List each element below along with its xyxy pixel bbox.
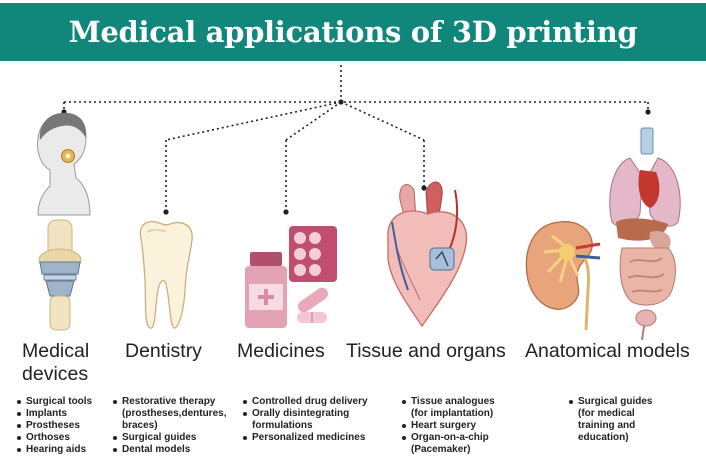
category-label-line: Anatomical models (525, 340, 690, 362)
title-banner: Medical applications of 3D printing (0, 3, 706, 61)
list-item: Heart surgery (402, 420, 495, 432)
category-label-medical-devices: Medical devices (22, 340, 89, 386)
category-label-line: devices (22, 363, 89, 385)
category-label-line: Medicines (237, 340, 325, 362)
category-label-anatomical-models: Anatomical models (525, 340, 690, 363)
list-item: Hearing aids (16, 444, 92, 456)
medicine-bottle-icon (245, 252, 287, 328)
connector-lines (63, 65, 649, 212)
item-list-dentistry: Restorative therapy (prostheses,dentures… (111, 396, 226, 456)
item-list-medicines: Controlled drug delivery Orally disinteg… (241, 396, 368, 444)
list-item: Surgical guides (112, 432, 226, 444)
list-item: Personalized medicines (243, 432, 368, 444)
connector-dots (61, 99, 651, 215)
list-item: Orthoses (16, 432, 92, 444)
capsule-icon (297, 287, 329, 323)
category-label-line: Tissue and organs (346, 340, 506, 362)
list-item: Restorative therapy (112, 396, 226, 408)
list-item-continuation: (for medical (578, 408, 635, 419)
list-item: Controlled drug delivery (243, 396, 368, 407)
list-item: Prostheses (16, 420, 92, 432)
list-item: Implants (16, 408, 92, 420)
knee-implant-icon (38, 219, 82, 331)
list-item-continuation: education) (578, 432, 629, 443)
item-list-medical-devices: Surgical tools Implants Prostheses Ortho… (15, 396, 92, 456)
list-item-continuation: formulations (252, 420, 313, 431)
pill-blister-icon (289, 226, 337, 282)
kidney-icon (525, 221, 601, 331)
category-label-dentistry: Dentistry (125, 340, 202, 363)
category-label-line: Medical (22, 340, 90, 362)
list-item: Surgical tools (16, 396, 93, 407)
list-item-continuation: training and (578, 420, 636, 431)
list-item: Dental models (112, 444, 226, 456)
heart-pacemaker-icon (387, 181, 468, 328)
list-item: Surgical guides (568, 396, 653, 407)
item-list-anatomical-models: Surgical guides (for medical training an… (567, 396, 652, 444)
category-label-medicines: Medicines (237, 340, 325, 363)
tooth-icon (139, 220, 193, 329)
item-list-tissue-organs: Tissue analogues (for implantation) Hear… (400, 396, 495, 456)
list-item-continuation: (Pacemaker) (411, 444, 471, 455)
category-label-tissue-organs: Tissue and organs (346, 340, 506, 363)
list-item: Tissue analogues (402, 396, 495, 407)
category-label-line: Dentistry (125, 340, 202, 362)
list-item: Orally disintegrating (243, 408, 368, 420)
head-hearing-aid-icon (37, 112, 91, 216)
list-item-continuation: (prostheses,dentures, (122, 408, 227, 419)
page-title: Medical applications of 3D printing (68, 15, 638, 49)
list-item-continuation: braces) (122, 420, 158, 431)
list-item-continuation: (for implantation) (411, 408, 494, 419)
torso-organs-icon (609, 127, 681, 341)
list-item: Organ-on-a-chip (402, 432, 495, 444)
